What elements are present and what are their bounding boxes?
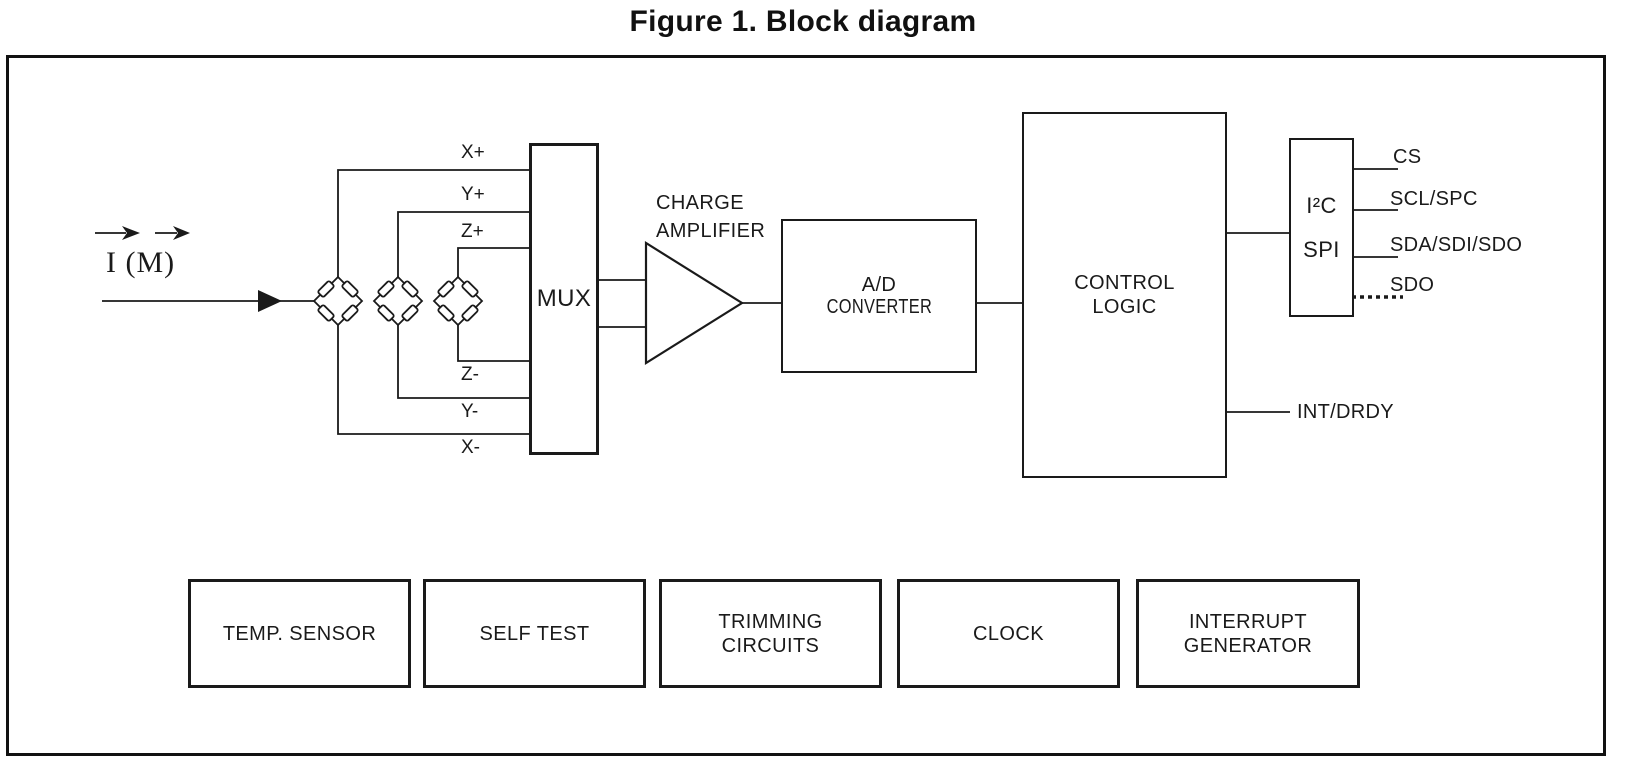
- pin-label-sdo: SDO: [1390, 274, 1435, 296]
- charge-amplifier-label: CHARGE AMPLIFIER: [656, 189, 765, 245]
- charge-amplifier-label-line1: CHARGE: [656, 192, 744, 214]
- spi-label: SPI: [1303, 236, 1340, 262]
- adc-block: A/D CONVERTER: [781, 219, 977, 373]
- adc-label-line1: A/D: [861, 274, 897, 296]
- charge-amplifier-triangle: [644, 241, 745, 365]
- trimming-circuits-block: TRIMMING CIRCUITS: [659, 579, 882, 688]
- interrupt-generator-label: INTERRUPT GENERATOR: [1183, 610, 1313, 657]
- mux-block: MUX: [529, 143, 599, 455]
- self-test-label: SELF TEST: [479, 622, 590, 645]
- mux-input-label-y-plus: Y+: [461, 184, 485, 205]
- sensing-bridge-y: [372, 275, 424, 327]
- pin-label-int-drdy: INT/DRDY: [1297, 401, 1394, 423]
- control-logic-label-line1: CONTROL: [1074, 272, 1175, 294]
- input-signal-line: [102, 290, 315, 312]
- input-vector-arrow-icon: [95, 226, 190, 240]
- charge-amplifier-label-line2: AMPLIFIER: [656, 220, 766, 242]
- pin-label-sda-sdi-sdo: SDA/SDI/SDO: [1390, 234, 1523, 256]
- trimming-circuits-label: TRIMMING CIRCUITS: [718, 610, 823, 657]
- sensing-bridge-x: [312, 275, 364, 327]
- interface-pin-lines: [1351, 168, 1403, 299]
- clock-block: CLOCK: [897, 579, 1120, 688]
- input-signal-label: I (M): [106, 246, 176, 279]
- mux-input-rails: [337, 169, 540, 435]
- mux-input-label-z-minus: Z-: [461, 364, 479, 385]
- mux-input-label-z-plus: Z+: [461, 221, 484, 242]
- mux-input-label-x-plus: X+: [461, 142, 485, 163]
- mux-output-lines: [597, 279, 650, 328]
- pin-label-scl-spc: SCL/SPC: [1390, 188, 1478, 210]
- control-logic-label-line2: LOGIC: [1092, 296, 1157, 318]
- sensing-bridge-z: [432, 275, 484, 327]
- clock-label: CLOCK: [973, 622, 1044, 645]
- temp-sensor-block: TEMP. SENSOR: [188, 579, 411, 688]
- interrupt-generator-block: INTERRUPT GENERATOR: [1136, 579, 1360, 688]
- figure-title: Figure 1. Block diagram: [629, 5, 977, 38]
- mux-input-label-x-minus: X-: [461, 437, 480, 458]
- diagram-frame: [6, 55, 1606, 756]
- control-logic-block: CONTROL LOGIC: [1022, 112, 1227, 478]
- mux-input-label-y-minus: Y-: [461, 401, 479, 422]
- i2c-label: I²C: [1306, 192, 1337, 218]
- serial-interface-block: I²C SPI: [1289, 138, 1354, 317]
- mux-label: MUX: [536, 285, 592, 312]
- temp-sensor-label: TEMP. SENSOR: [222, 622, 377, 645]
- adc-label-line2: CONVERTER: [826, 296, 932, 318]
- pin-label-cs: CS: [1393, 146, 1422, 168]
- self-test-block: SELF TEST: [423, 579, 646, 688]
